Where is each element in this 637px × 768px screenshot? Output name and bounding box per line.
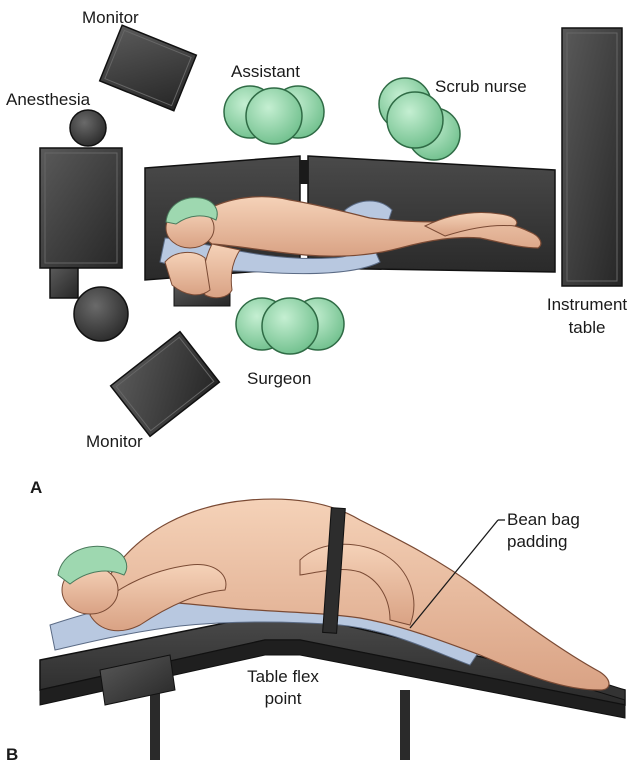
- label-flex-point-line1: Table flex: [228, 667, 338, 687]
- label-monitor-top: Monitor: [82, 8, 139, 28]
- panel-a: [40, 25, 622, 436]
- instrument-table-shape: [562, 28, 622, 286]
- label-surgeon: Surgeon: [247, 369, 311, 389]
- label-bean-bag-line1: Bean bag: [507, 510, 580, 530]
- label-bean-bag-line2: padding: [507, 532, 568, 552]
- label-flex-point-line2: point: [228, 689, 338, 709]
- label-instrument-table-line2: table: [538, 318, 636, 338]
- monitor-top-shape: [100, 25, 197, 111]
- assistant-circles-shape: [224, 86, 324, 144]
- panel-letter-a: A: [30, 478, 42, 498]
- label-instrument-table-line1: Instrument: [538, 295, 636, 315]
- label-anesthesia: Anesthesia: [6, 90, 90, 110]
- anesthesia-stool-shape: [74, 287, 128, 341]
- label-scrub-nurse: Scrub nurse: [435, 77, 527, 97]
- panel-letter-b: B: [6, 745, 18, 765]
- anesthesia-head-shape: [70, 110, 106, 146]
- label-monitor-bottom: Monitor: [86, 432, 143, 452]
- monitor-bottom-shape: [111, 332, 220, 437]
- label-assistant: Assistant: [231, 62, 300, 82]
- surgeon-circles-shape: [236, 298, 344, 354]
- anesthesia-machine-shape: [40, 148, 122, 268]
